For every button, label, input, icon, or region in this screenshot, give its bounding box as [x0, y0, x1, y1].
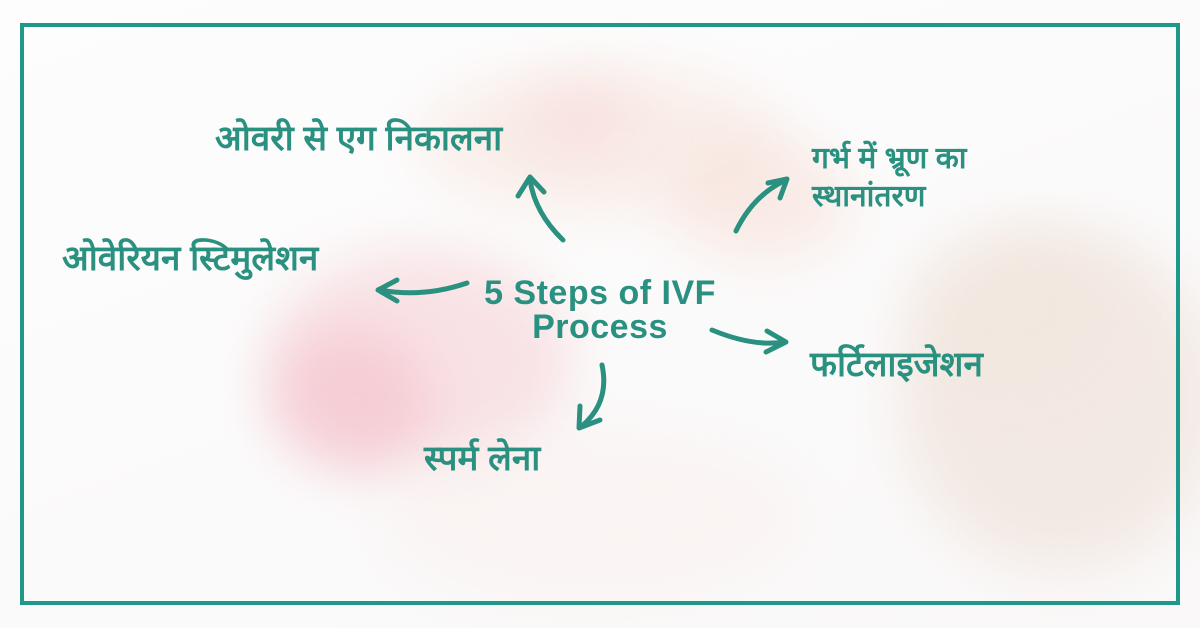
arrow-to-sperm-collection	[576, 362, 607, 431]
arrow-to-ovarian-stimulation	[375, 277, 470, 304]
step-label-egg-retrieval: ओवरी से एग निकालना	[215, 119, 503, 158]
background-blob	[270, 330, 430, 470]
arrow-to-egg-retrieval	[515, 174, 566, 243]
background-blob	[910, 230, 1110, 390]
step-label-ovarian-stimulation: ओवेरियन स्टिमुलेशन	[62, 239, 319, 278]
step-label-sperm-collection: स्पर्म लेना	[424, 439, 541, 478]
page-title: 5 Steps of IVF Process	[450, 276, 750, 344]
background-blob	[520, 80, 640, 160]
page-title-line1: 5 Steps of IVF	[484, 274, 716, 312]
step-label-embryo-transfer: गर्भ में भ्रूण का स्थानांतरण	[812, 142, 967, 213]
arrow-to-embryo-transfer	[733, 176, 790, 234]
background-blob	[380, 430, 800, 600]
page-title-line2: Process	[532, 308, 668, 346]
step-label-fertilization: फर्टिलाइजेशन	[810, 345, 983, 384]
arrow-to-fertilization	[709, 327, 789, 355]
